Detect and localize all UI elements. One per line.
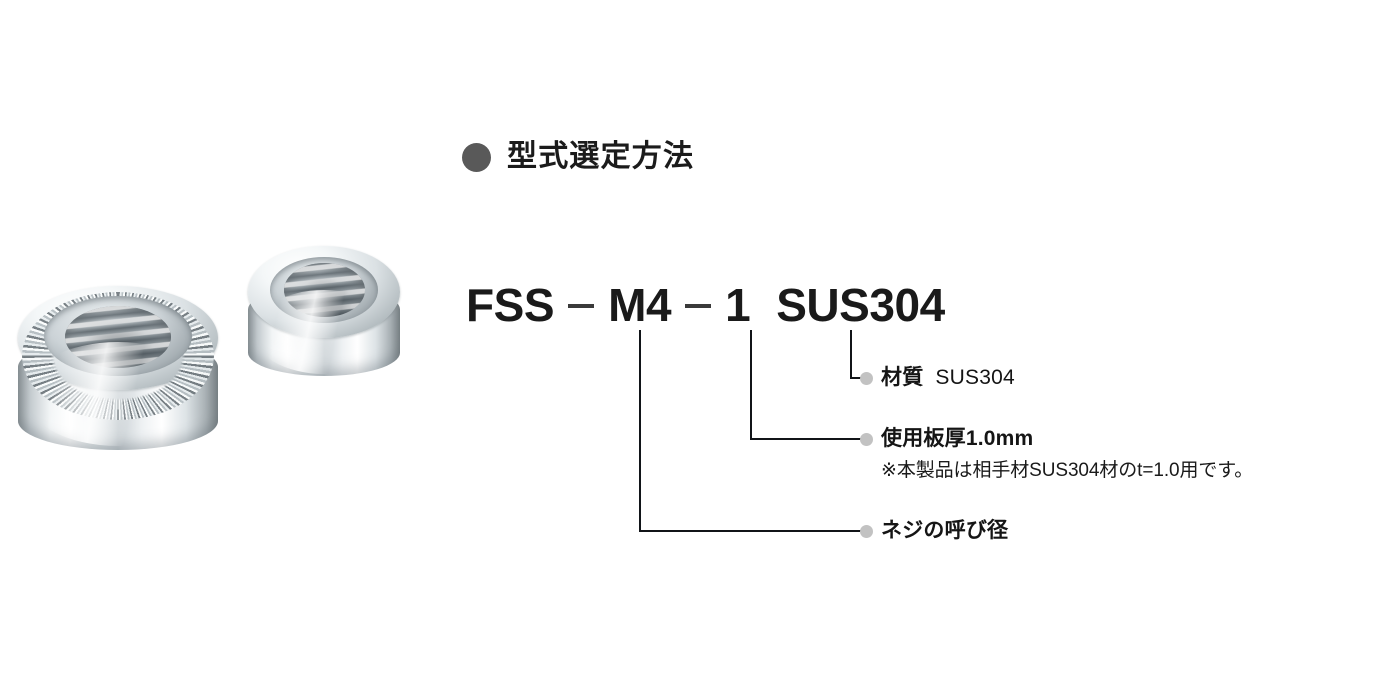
callout-material-value: SUS304 — [935, 366, 1015, 389]
leader-line-thread-diameter — [639, 330, 867, 532]
model-number: FSS M4 1 SUS304 — [466, 282, 945, 328]
callout-plate-thickness-label: 使用板厚1.0mm — [881, 427, 1034, 450]
model-segment-series: FSS — [466, 279, 555, 331]
filled-circle-bullet-icon — [462, 142, 491, 172]
page-title: 型式選定方法 — [507, 140, 695, 173]
leader-dot-material — [860, 372, 873, 385]
model-segment-thickness: 1 — [725, 279, 751, 331]
model-separator-dash-2 — [685, 304, 712, 308]
leader-line-material — [850, 330, 867, 379]
leader-line-plate-thickness — [750, 330, 867, 440]
callout-plate-thickness: 使用板厚1.0mm ※本製品は相手材SUS304材のt=1.0用です。 — [881, 427, 1253, 482]
callout-material-label: 材質 — [881, 366, 924, 389]
nut-bore-shading — [65, 306, 171, 368]
callout-plate-thickness-note: ※本製品は相手材SUS304材のt=1.0用です。 — [881, 460, 1254, 482]
callout-thread-diameter: ネジの呼び径 — [881, 519, 1008, 543]
nut-front-knurled — [18, 286, 218, 456]
model-segment-thread: M4 — [608, 279, 672, 331]
leader-dot-thread-diameter — [860, 525, 873, 538]
nut-bore-shading — [284, 263, 365, 317]
nut-rear — [248, 246, 400, 386]
model-separator-dash-1 — [568, 304, 595, 308]
leader-dot-plate-thickness — [860, 433, 873, 446]
callout-material: 材質 SUS304 — [881, 366, 1015, 390]
section-heading: 型式選定方法 — [462, 142, 694, 172]
nut-threaded-bore — [284, 263, 365, 317]
model-segment-material: SUS304 — [776, 279, 945, 331]
callout-thread-diameter-label: ネジの呼び径 — [881, 519, 1009, 542]
nut-threaded-bore — [65, 306, 171, 368]
product-photo — [0, 188, 440, 518]
